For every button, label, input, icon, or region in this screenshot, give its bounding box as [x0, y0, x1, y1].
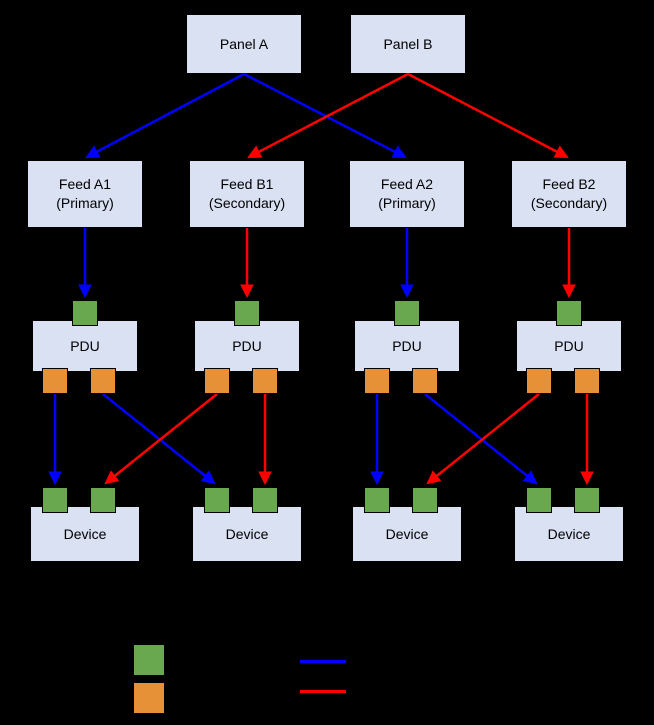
- device2-input-port-left: [204, 487, 230, 513]
- pdu4-input-port: [556, 300, 582, 326]
- device4-input-port-left: [526, 487, 552, 513]
- node-label: Device: [225, 525, 269, 542]
- node-feed-b1: Feed B1 (Secondary): [189, 160, 305, 228]
- arrow-pdu2-to-device1: [104, 393, 218, 485]
- arrow-pdu3-to-device4: [424, 393, 538, 485]
- node-label: Feed B1 (Secondary): [208, 176, 286, 211]
- node-label: PDU: [392, 337, 422, 354]
- arrow-panel-b-to-feed-b1: [247, 72, 409, 159]
- legend-green-input-port-swatch: [133, 644, 165, 676]
- device3-input-port-left: [364, 487, 390, 513]
- node-label: Feed A2 (Primary): [378, 176, 436, 211]
- node-label: Panel B: [383, 35, 433, 52]
- device1-input-port-left: [42, 487, 68, 513]
- device4-input-port-right: [574, 487, 600, 513]
- device2-input-port-right: [252, 487, 278, 513]
- arrow-panel-a-to-feed-a1: [85, 72, 245, 159]
- pdu4-output-port-right: [574, 368, 600, 394]
- node-device-1: Device: [30, 506, 140, 562]
- arrow-panel-b-to-feed-b2: [407, 72, 569, 159]
- pdu2-input-port: [234, 300, 260, 326]
- legend-red-connection-line: [300, 690, 346, 693]
- node-device-3: Device: [352, 506, 462, 562]
- device1-input-port-right: [90, 487, 116, 513]
- legend-orange-output-port-swatch: [133, 682, 165, 714]
- node-label: Feed A1 (Primary): [56, 176, 114, 211]
- pdu3-output-port-left: [364, 368, 390, 394]
- node-pdu-3: PDU: [354, 320, 460, 372]
- pdu3-output-port-right: [412, 368, 438, 394]
- arrow-panel-a-to-feed-a2: [243, 72, 407, 159]
- node-feed-b2: Feed B2 (Secondary): [511, 160, 627, 228]
- node-label: Panel A: [219, 35, 269, 52]
- pdu2-output-port-left: [204, 368, 230, 394]
- node-label: Device: [385, 525, 429, 542]
- pdu1-input-port: [72, 300, 98, 326]
- node-label: Device: [63, 525, 107, 542]
- node-feed-a1: Feed A1 (Primary): [27, 160, 143, 228]
- pdu1-output-port-right: [90, 368, 116, 394]
- node-pdu-2: PDU: [194, 320, 300, 372]
- arrow-pdu1-to-device2: [102, 393, 216, 485]
- node-feed-a2: Feed A2 (Primary): [349, 160, 465, 228]
- pdu2-output-port-right: [252, 368, 278, 394]
- pdu3-input-port: [394, 300, 420, 326]
- device3-input-port-right: [412, 487, 438, 513]
- node-panel-b: Panel B: [350, 14, 466, 74]
- pdu4-output-port-left: [526, 368, 552, 394]
- node-label: Device: [547, 525, 591, 542]
- legend-blue-connection-line: [300, 660, 346, 663]
- node-label: PDU: [232, 337, 262, 354]
- node-label: PDU: [554, 337, 584, 354]
- node-device-4: Device: [514, 506, 624, 562]
- node-label: Feed B2 (Secondary): [530, 176, 608, 211]
- node-panel-a: Panel A: [186, 14, 302, 74]
- pdu1-output-port-left: [42, 368, 68, 394]
- arrow-pdu4-to-device3: [426, 393, 540, 485]
- node-label: PDU: [70, 337, 100, 354]
- node-device-2: Device: [192, 506, 302, 562]
